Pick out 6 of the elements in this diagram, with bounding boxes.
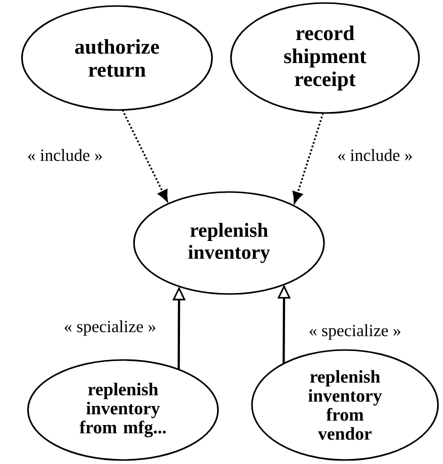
arrow bbox=[122, 110, 168, 202]
edge-label: « specialize » bbox=[62, 319, 158, 337]
arrow bbox=[292, 112, 324, 204]
edge-label: « specialize » bbox=[308, 323, 402, 341]
edge-label: « include » bbox=[26, 148, 104, 162]
edge-label: « include » bbox=[336, 148, 414, 162]
